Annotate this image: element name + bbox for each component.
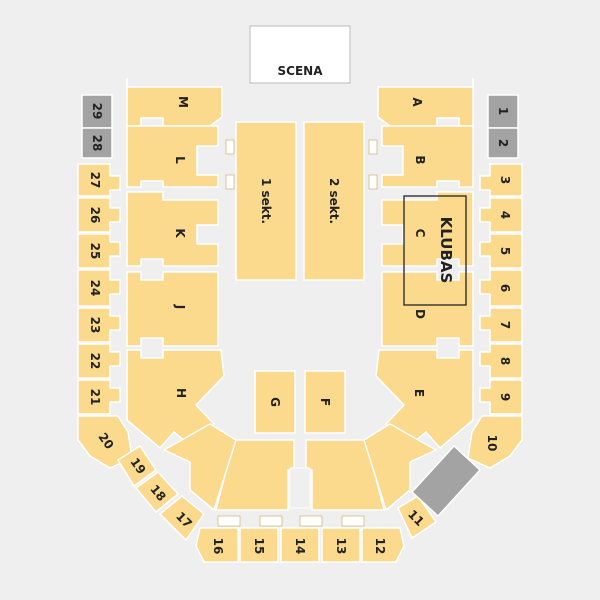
section-14[interactable]: 14 bbox=[280, 527, 320, 563]
section-1-sekt[interactable]: 1 sekt. bbox=[235, 121, 297, 281]
section-G[interactable]: G bbox=[254, 370, 296, 434]
section-C[interactable]: C bbox=[381, 191, 474, 267]
entry-marker bbox=[368, 139, 378, 155]
section-22[interactable]: 22 bbox=[77, 343, 121, 379]
section-lower-bottom-left[interactable] bbox=[215, 439, 295, 511]
section-28[interactable]: 28 bbox=[81, 127, 113, 159]
section-lower-corner-left[interactable] bbox=[162, 423, 237, 512]
section-27[interactable]: 27 bbox=[77, 163, 121, 197]
inner-tile bbox=[259, 515, 283, 527]
section-M[interactable]: M bbox=[126, 78, 223, 127]
section-B[interactable]: B bbox=[381, 125, 474, 188]
technical-block bbox=[410, 444, 482, 518]
aisle bbox=[289, 467, 311, 509]
section-3[interactable]: 3 bbox=[479, 163, 523, 197]
entry-marker bbox=[225, 139, 235, 155]
inner-tile bbox=[217, 515, 241, 527]
section-D[interactable]: D bbox=[381, 271, 474, 347]
section-6[interactable]: 6 bbox=[479, 269, 523, 307]
section-13[interactable]: 13 bbox=[321, 527, 361, 563]
section-A[interactable]: A bbox=[377, 78, 474, 127]
section-9[interactable]: 9 bbox=[479, 379, 523, 415]
klubas-zone bbox=[403, 195, 467, 306]
section-29[interactable]: 29 bbox=[81, 94, 113, 129]
section-2[interactable]: 2 bbox=[487, 127, 519, 159]
section-J[interactable]: J bbox=[126, 271, 219, 347]
section-lower-corner-right[interactable] bbox=[363, 423, 438, 512]
section-L[interactable]: L bbox=[126, 125, 219, 188]
section-4[interactable]: 4 bbox=[479, 197, 523, 233]
section-15[interactable]: 15 bbox=[239, 527, 279, 563]
section-8[interactable]: 8 bbox=[479, 343, 523, 379]
section-5[interactable]: 5 bbox=[479, 233, 523, 269]
stage bbox=[249, 25, 351, 84]
section-2-sekt[interactable]: 2 sekt. bbox=[303, 121, 365, 281]
section-F[interactable]: F bbox=[304, 370, 346, 434]
section-1[interactable]: 1 bbox=[487, 94, 519, 129]
inner-tile bbox=[341, 515, 365, 527]
section-16[interactable]: 16 bbox=[195, 527, 239, 563]
section-25[interactable]: 25 bbox=[77, 233, 121, 269]
section-26[interactable]: 26 bbox=[77, 197, 121, 233]
entry-marker bbox=[225, 174, 235, 190]
section-12[interactable]: 12 bbox=[361, 527, 405, 563]
inner-tile bbox=[299, 515, 323, 527]
section-24[interactable]: 24 bbox=[77, 269, 121, 307]
entry-marker bbox=[368, 174, 378, 190]
section-7[interactable]: 7 bbox=[479, 307, 523, 343]
section-10[interactable]: 10 bbox=[467, 415, 523, 469]
section-23[interactable]: 23 bbox=[77, 307, 121, 343]
section-K[interactable]: K bbox=[126, 191, 219, 267]
section-21[interactable]: 21 bbox=[77, 379, 121, 415]
